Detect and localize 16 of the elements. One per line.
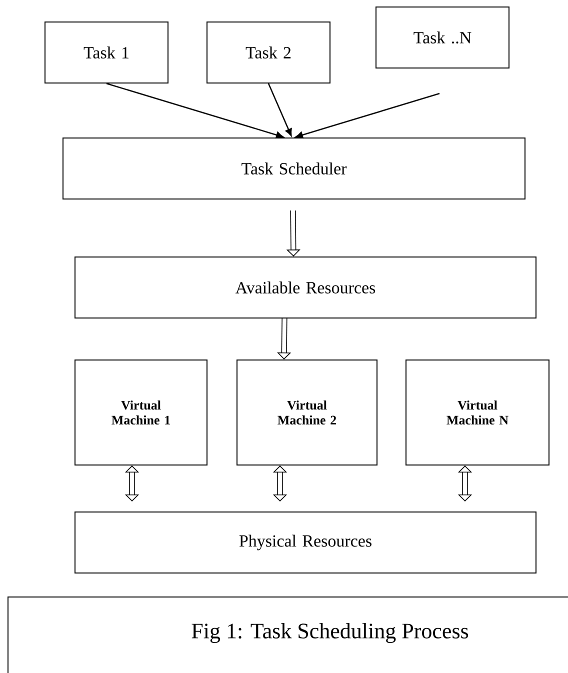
hollow-arrow: [458, 466, 472, 502]
arrow: [268, 83, 292, 136]
machine-box: Virtual Machine 1: [74, 360, 208, 466]
task-box: Task 1: [44, 22, 168, 84]
task-box: Task 2: [206, 22, 330, 84]
process-box: Available Resources: [74, 256, 536, 318]
process-box: Physical Resources: [74, 512, 536, 574]
machine-box: Virtual Machine N: [406, 360, 550, 466]
task-box: Task ..N: [376, 6, 510, 68]
hollow-arrow: [272, 466, 288, 502]
arrow: [296, 92, 440, 138]
machine-box: Virtual Machine 2: [236, 360, 378, 466]
arrow: [106, 82, 284, 138]
caption: Fig 1: Task Scheduling Process: [8, 596, 568, 673]
process-box: Task Scheduler: [62, 138, 526, 200]
hollow-arrow: [124, 466, 140, 502]
